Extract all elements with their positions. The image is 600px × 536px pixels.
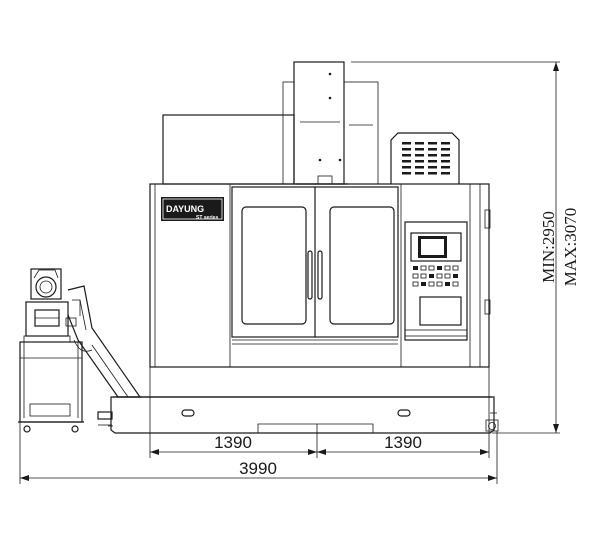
vent-slot xyxy=(415,160,424,163)
vent-slot xyxy=(415,172,424,175)
vent-slot xyxy=(402,172,411,175)
vent-slot xyxy=(428,160,437,163)
control-key xyxy=(436,281,443,287)
vent-slot xyxy=(441,148,450,151)
control-key xyxy=(428,281,435,287)
vent-unit xyxy=(390,132,460,184)
control-key xyxy=(421,282,426,286)
door-handle-left xyxy=(307,250,313,300)
vent-slot xyxy=(402,148,411,151)
control-key xyxy=(437,266,442,270)
vent-slot xyxy=(402,154,411,157)
control-key xyxy=(452,281,459,287)
control-panel xyxy=(404,221,468,341)
dimension-height-min: MIN:2950 xyxy=(539,211,558,283)
dimension-height-max: MAX:3070 xyxy=(561,208,580,286)
tool-magazine-housing xyxy=(162,114,295,185)
vent-slot xyxy=(441,142,450,145)
control-key xyxy=(413,266,418,270)
dimension-lines xyxy=(19,61,560,484)
control-key xyxy=(453,274,458,278)
vent-slot xyxy=(415,166,424,169)
vent-slot xyxy=(415,148,424,151)
dimension-left-half: 1390 xyxy=(214,433,252,452)
machine-base xyxy=(108,367,499,434)
control-key xyxy=(444,265,451,271)
series-name: ST series xyxy=(196,215,218,221)
control-key xyxy=(428,265,435,271)
vent-slot xyxy=(402,166,411,169)
vent-slot xyxy=(441,172,450,175)
chip-conveyor xyxy=(65,285,142,426)
main-enclosure xyxy=(149,183,491,368)
coolant-tank xyxy=(18,268,84,433)
vent-slot xyxy=(415,142,424,145)
dimension-total-width: 3990 xyxy=(239,459,277,478)
control-key xyxy=(444,273,451,279)
spindle-head xyxy=(282,61,379,185)
brand-name: DAYUNG xyxy=(166,204,204,214)
brand-logo: DAYUNG ST series xyxy=(161,197,224,221)
control-key xyxy=(420,273,427,279)
control-key xyxy=(436,273,443,279)
control-key xyxy=(429,274,434,278)
vent-slot xyxy=(428,142,437,145)
control-key xyxy=(412,281,419,287)
vent-slot xyxy=(441,160,450,163)
vent-slot xyxy=(415,154,424,157)
vent-slot xyxy=(402,142,411,145)
vent-slot xyxy=(428,154,437,157)
door-handle-right xyxy=(317,250,323,300)
control-key xyxy=(445,282,450,286)
vent-slot xyxy=(402,160,411,163)
enclosure-doors xyxy=(231,186,399,345)
control-key xyxy=(452,265,459,271)
vent-slot xyxy=(428,166,437,169)
vent-slot xyxy=(428,148,437,151)
vent-slot xyxy=(428,172,437,175)
control-key xyxy=(420,265,427,271)
vent-slot xyxy=(441,166,450,169)
control-key xyxy=(412,273,419,279)
vent-slot xyxy=(441,154,450,157)
dimension-right-half: 1390 xyxy=(384,433,422,452)
